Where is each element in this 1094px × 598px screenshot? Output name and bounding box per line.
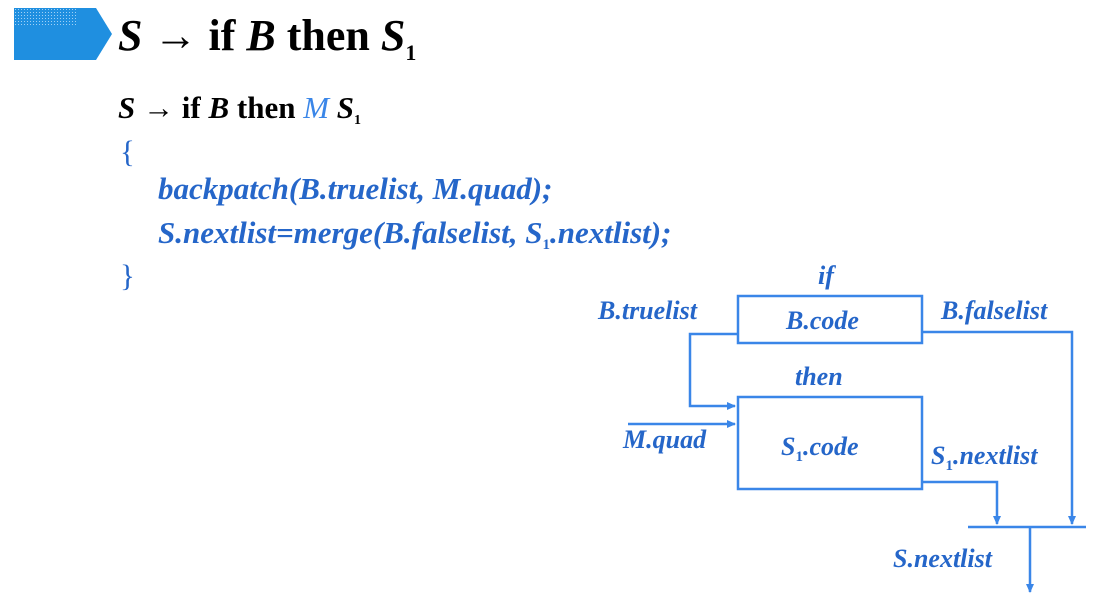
- s1-nextlist-arrow: [922, 480, 1001, 525]
- then-label: then: [795, 362, 843, 391]
- b-code-box: [736, 294, 924, 345]
- code-close-brace: }: [120, 258, 135, 293]
- code-open-brace: {: [120, 134, 135, 169]
- s1-code-label: S1.code: [781, 432, 859, 465]
- production-rule: S → if B then M S1: [118, 90, 362, 128]
- s-nextlist-label: S.nextlist: [893, 544, 992, 573]
- code-line-merge: S.nextlist=merge(B.falselist, S1.nextlis…: [158, 215, 672, 253]
- b-truelist-label: B.truelist: [598, 296, 697, 325]
- falselist-arrow: [922, 330, 1076, 525]
- s1-code-box: [736, 395, 924, 491]
- slide-bullet-marker: [14, 8, 112, 60]
- b-falselist-label: B.falselist: [941, 296, 1048, 325]
- m-quad-label: M.quad: [623, 425, 707, 454]
- code-line-backpatch: backpatch(B.truelist, M.quad);: [158, 171, 553, 206]
- truelist-arrow: [688, 332, 738, 410]
- page-title: S → if B then S1: [118, 11, 417, 65]
- b-code-label: B.code: [786, 306, 859, 335]
- s1-nextlist-label: S1.nextlist: [931, 441, 1038, 474]
- if-label: if: [818, 261, 834, 290]
